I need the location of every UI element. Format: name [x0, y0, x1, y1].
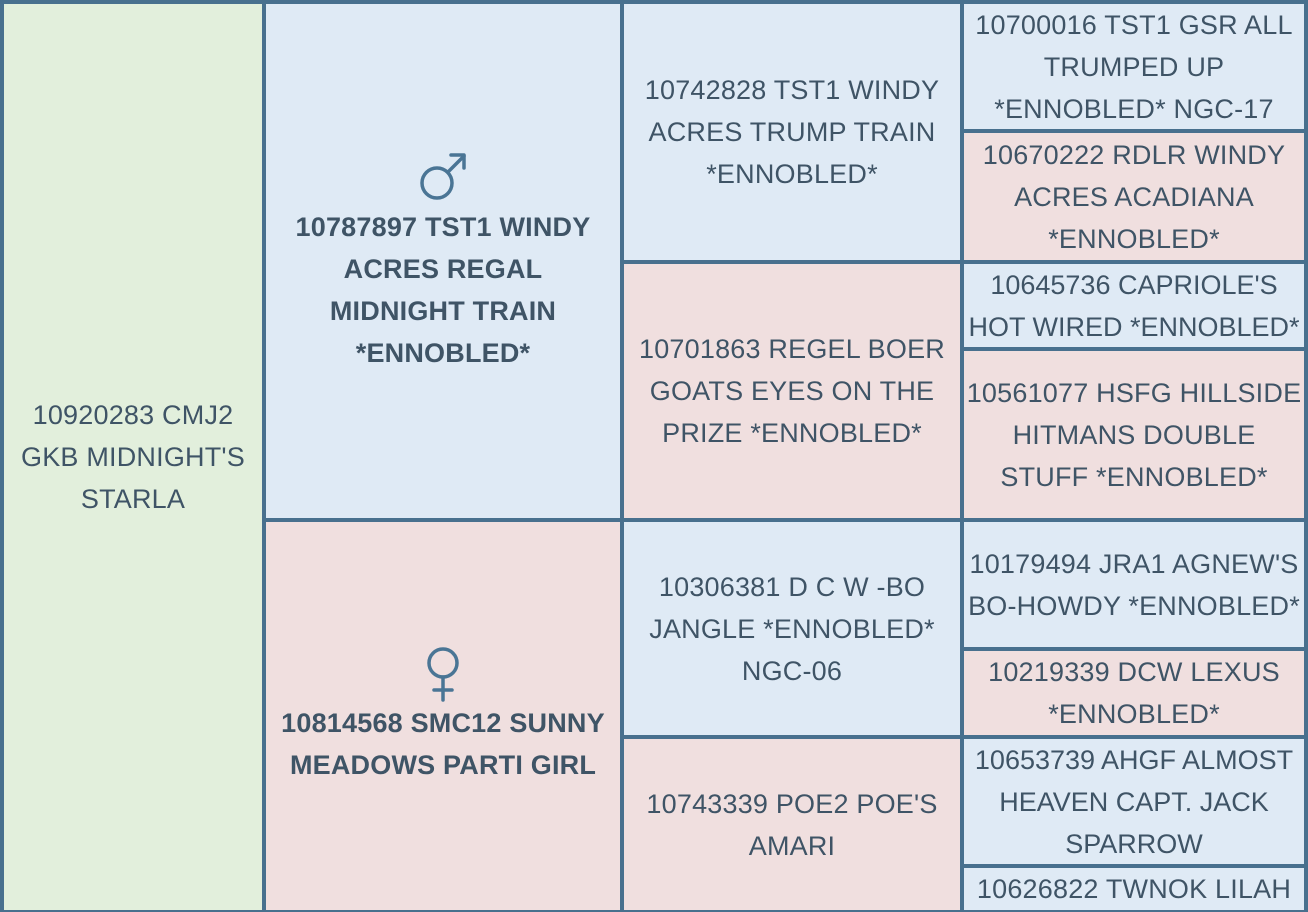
great-grandparent-cell[interactable]: 10626822 TWNOK LILAH	[964, 868, 1304, 910]
sire-cell[interactable]: 10787897 TST1 WINDY ACRES REGAL MIDNIGHT…	[266, 4, 620, 518]
grandparent-sire-sire-cell[interactable]: 10742828 TST1 WINDY ACRES TRUMP TRAIN *E…	[624, 4, 960, 260]
grandparent-sire-sire-name: 10742828 TST1 WINDY ACRES TRUMP TRAIN *E…	[644, 75, 940, 189]
great-grandparent-name: 10653739 AHGF ALMOST HEAVEN CAPT. JACK S…	[974, 744, 1294, 859]
dam-name: 10814568 SMC12 SUNNY MEADOWS PARTI GIRL	[281, 708, 605, 780]
grandparent-dam-dam-name: 10743339 POE2 POE'S AMARI	[646, 788, 938, 861]
great-grandparent-name: 10561077 HSFG HILLSIDE HITMANS DOUBLE ST…	[966, 377, 1302, 492]
grandparent-sire-dam-cell[interactable]: 10701863 REGEL BOER GOATS EYES ON THE PR…	[624, 264, 960, 518]
great-grandparent-cell[interactable]: 10179494 JRA1 AGNEW'S BO-HOWDY *ENNOBLED…	[964, 522, 1304, 647]
great-grandparent-cell[interactable]: 10561077 HSFG HILLSIDE HITMANS DOUBLE ST…	[964, 351, 1304, 518]
great-grandparent-name: 10645736 CAPRIOLE'S HOT WIRED *ENNOBLED*	[968, 269, 1300, 342]
great-grandparent-cell[interactable]: 10670222 RDLR WINDY ACRES ACADIANA *ENNO…	[964, 133, 1304, 260]
sire-name: 10787897 TST1 WINDY ACRES REGAL MIDNIGHT…	[295, 212, 591, 368]
grandparent-dam-sire-cell[interactable]: 10306381 D C W -BO JANGLE *ENNOBLED* NGC…	[624, 522, 960, 735]
grandparent-dam-dam-cell[interactable]: 10743339 POE2 POE'S AMARI	[624, 739, 960, 910]
subject-cell[interactable]: 10920283 CMJ2 GKB MIDNIGHT'S STARLA	[4, 4, 262, 910]
great-grandparent-name: 10670222 RDLR WINDY ACRES ACADIANA *ENNO…	[982, 139, 1286, 254]
great-grandparent-cell[interactable]: 10219339 DCW LEXUS *ENNOBLED*	[964, 651, 1304, 735]
great-grandparent-name: 10626822 TWNOK LILAH	[976, 874, 1292, 904]
dam-cell[interactable]: 10814568 SMC12 SUNNY MEADOWS PARTI GIRL	[266, 522, 620, 910]
great-grandparent-name: 10219339 DCW LEXUS *ENNOBLED*	[988, 657, 1280, 729]
great-grandparent-cell[interactable]: 10653739 AHGF ALMOST HEAVEN CAPT. JACK S…	[964, 739, 1304, 864]
great-grandparent-name: 10700016 TST1 GSR ALL TRUMPED UP *ENNOBL…	[975, 9, 1293, 124]
grandparent-dam-sire-name: 10306381 D C W -BO JANGLE *ENNOBLED* NGC…	[649, 571, 935, 686]
great-grandparent-cell[interactable]: 10645736 CAPRIOLE'S HOT WIRED *ENNOBLED*	[964, 264, 1304, 347]
great-grandparent-name: 10179494 JRA1 AGNEW'S BO-HOWDY *ENNOBLED…	[968, 548, 1300, 621]
female-symbol-icon	[417, 646, 469, 702]
great-grandparent-cell[interactable]: 10700016 TST1 GSR ALL TRUMPED UP *ENNOBL…	[964, 4, 1304, 129]
male-symbol-icon	[417, 148, 469, 204]
subject-name: 10920283 CMJ2 GKB MIDNIGHT'S STARLA	[21, 400, 245, 514]
grandparent-sire-dam-name: 10701863 REGEL BOER GOATS EYES ON THE PR…	[639, 334, 945, 448]
